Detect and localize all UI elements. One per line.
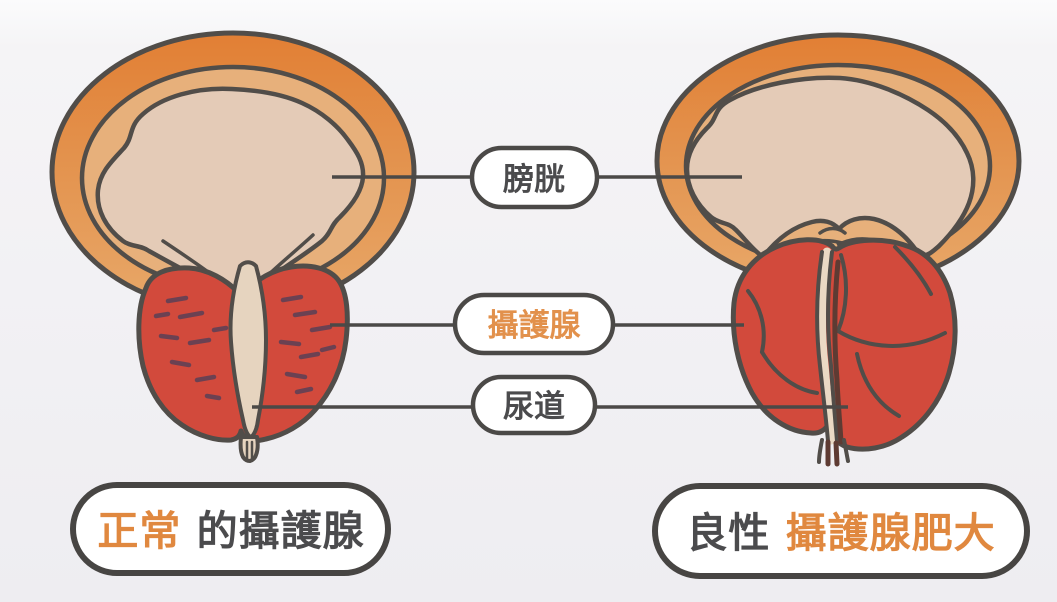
bladder-lumen (684, 75, 976, 260)
figure-bph (654, 32, 1022, 467)
caption-normal-highlight: 正常 (97, 507, 181, 555)
label-pill (452, 292, 616, 356)
caption-pill (652, 483, 1030, 579)
urethra-compressed (815, 247, 844, 445)
label-prostate-text: 攝護腺 (488, 308, 582, 344)
prostate-texture-dashes (153, 294, 337, 401)
label-prostate: 攝護腺 (452, 292, 616, 356)
caption-normal-rest: 的攝護腺 (197, 507, 365, 555)
urethra-tube (817, 438, 850, 467)
caption-normal: 正常 的攝護腺 (70, 482, 391, 576)
urethra-tube (238, 435, 260, 463)
caption-bph-prefix: 良性 (686, 509, 770, 557)
urethra-channel (228, 260, 268, 439)
caption-bph-text: 良性 攝護腺肥大 (686, 509, 995, 557)
prostate-lobe-lines (746, 245, 947, 418)
figure-normal (49, 30, 417, 463)
label-urethra: 尿道 (470, 374, 598, 436)
label-bladder-text: 膀胱 (503, 162, 565, 198)
caption-pill (70, 482, 391, 576)
caption-bph: 良性 攝護腺肥大 (652, 483, 1030, 579)
label-bladder: 膀胱 (469, 145, 600, 210)
caption-normal-text: 正常 的攝護腺 (97, 507, 364, 555)
label-urethra-text: 尿道 (503, 389, 565, 425)
caption-bph-highlight: 攝護腺肥大 (786, 509, 996, 557)
label-pill (469, 145, 600, 210)
urethra-tube-lines (245, 440, 254, 462)
label-pill (470, 374, 598, 436)
